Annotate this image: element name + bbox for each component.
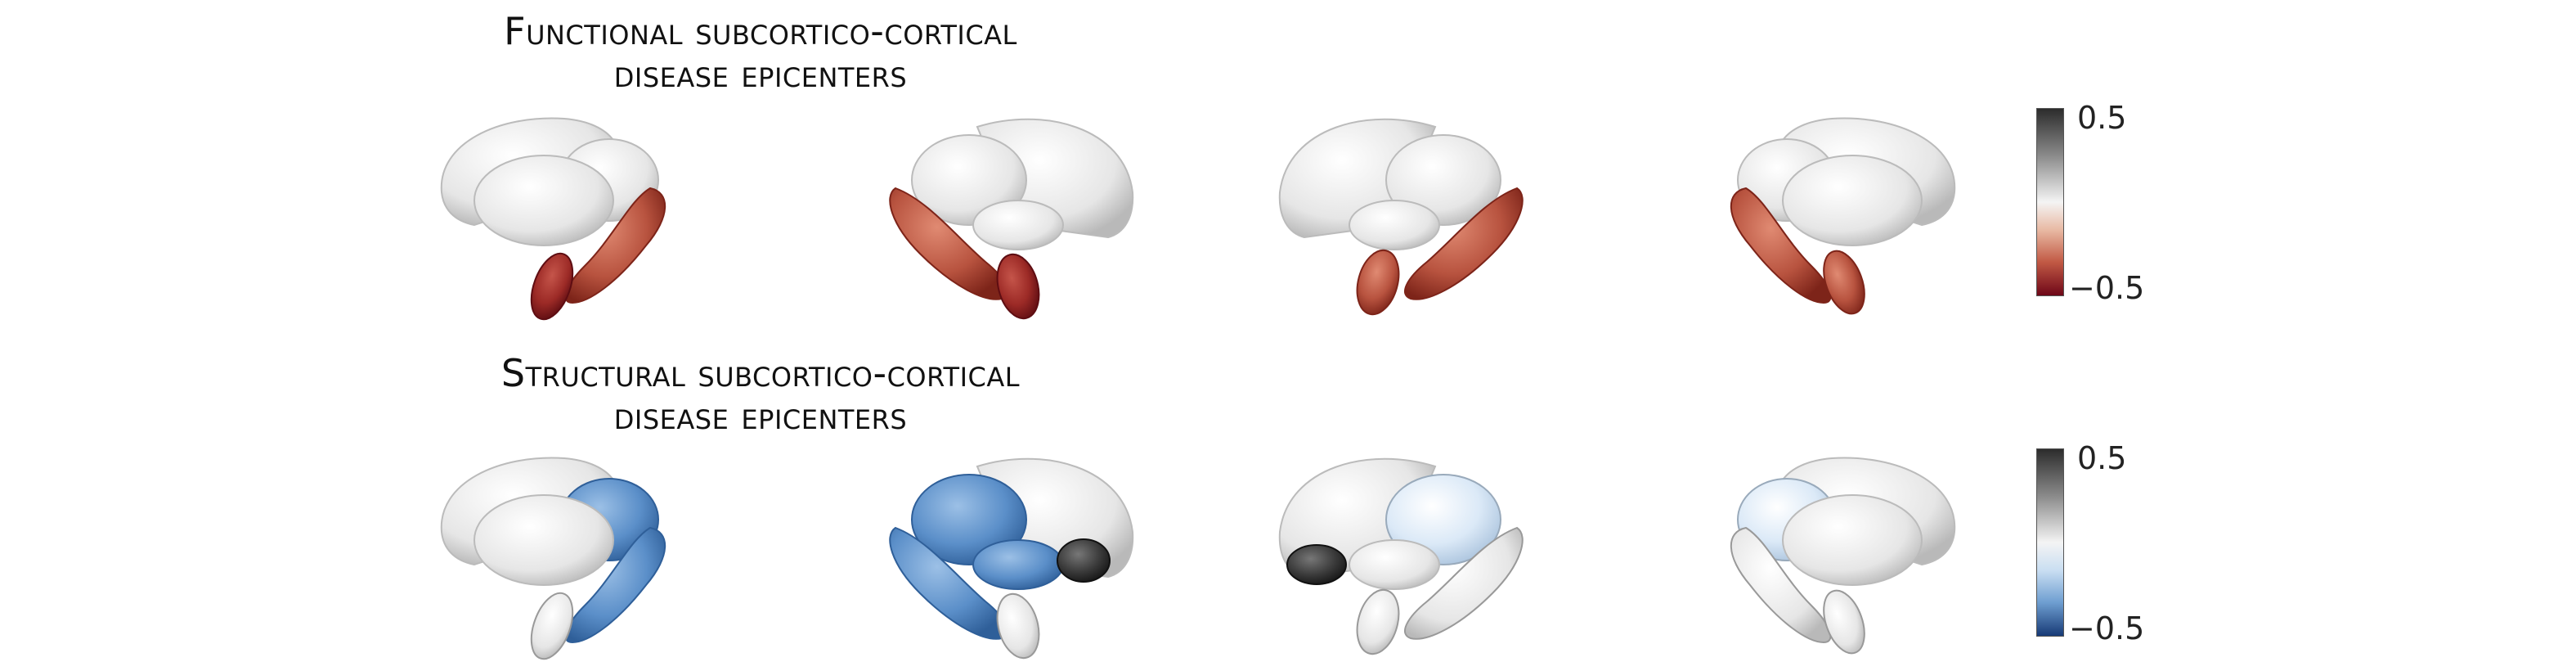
caudate-putamen (1782, 494, 1923, 586)
structural-left-lateral-view (440, 457, 666, 660)
functional-right-lateral-view (1730, 117, 1956, 315)
hippocampus (1403, 187, 1524, 300)
structural-colorbar (2036, 448, 2064, 637)
hippocampus (1730, 187, 1832, 304)
pallidum (1349, 539, 1440, 590)
hippocampus (1403, 526, 1524, 640)
pallidum (972, 539, 1064, 590)
accumbens (1057, 538, 1111, 583)
structural-right-lateral-view (1730, 457, 1956, 655)
structural-right-medial-view (1278, 457, 1524, 655)
pallidum (1349, 200, 1440, 250)
accumbens (1286, 544, 1347, 585)
caudate-putamen (473, 494, 614, 586)
structural-colorbar-max-label: 0.5 (2077, 440, 2127, 476)
amygdala (530, 252, 574, 321)
amygdala (1356, 249, 1400, 316)
caudate-putamen (473, 155, 614, 246)
functional-colorbar (2036, 108, 2064, 296)
amygdala (1356, 588, 1400, 655)
amygdala (996, 592, 1040, 660)
amygdala (1823, 589, 1865, 655)
functional-panel-title: Functional subcortico-cortical disease e… (0, 10, 1521, 95)
functional-title-line1: Functional subcortico-cortical (504, 9, 1017, 53)
pallidum (972, 200, 1064, 250)
functional-left-medial-view (889, 118, 1134, 320)
amygdala (996, 253, 1040, 320)
amygdala (1823, 250, 1865, 315)
amygdala (530, 592, 574, 660)
hippocampus (564, 187, 666, 304)
functional-colorbar-max-label: 0.5 (2077, 100, 2127, 136)
structural-title-line1: Structural subcortico-cortical (500, 351, 1021, 395)
structural-colorbar-min-label: −0.5 (2069, 610, 2145, 646)
functional-colorbar-min-label: −0.5 (2069, 270, 2145, 306)
structural-left-medial-view (889, 457, 1134, 660)
hippocampus (564, 526, 666, 644)
functional-left-lateral-view (440, 117, 666, 321)
structural-panel-title: Structural subcortico-cortical disease e… (0, 352, 1521, 437)
caudate-putamen (1782, 155, 1923, 246)
structural-title-line2: disease epicenters (613, 394, 908, 438)
functional-title-line2: disease epicenters (613, 52, 908, 96)
functional-right-medial-view (1278, 118, 1524, 316)
hippocampus (1730, 526, 1832, 644)
